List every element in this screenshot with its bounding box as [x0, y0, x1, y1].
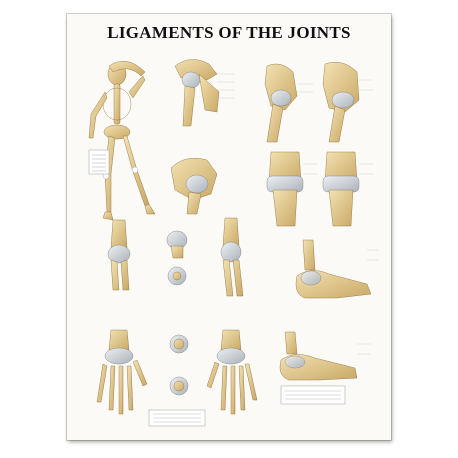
label-leader-lines — [217, 73, 379, 355]
shoulder-posterior-illustration — [170, 158, 218, 215]
elbow-left-illustration — [107, 219, 131, 291]
elbow-right-illustration — [220, 217, 244, 297]
bottom-legend-right — [280, 385, 346, 405]
poster-title: LIGAMENTS OF THE JOINTS — [107, 23, 351, 42]
ankle-medial-illustration — [279, 331, 358, 381]
anatomy-illustrations — [88, 59, 379, 427]
ankle-lateral-illustration — [295, 239, 372, 299]
wrist-cross-sections — [169, 334, 189, 396]
shoulder-anterior-illustration — [174, 59, 220, 127]
skeleton-figure — [88, 61, 156, 221]
hip-posterior-illustration — [322, 62, 360, 143]
skeleton-key-box — [88, 149, 110, 175]
knee-posterior-illustration — [322, 151, 360, 227]
elbow-center-illustrations — [166, 230, 188, 286]
wrist-hand-left-illustration — [96, 329, 148, 415]
knee-anterior-illustration — [266, 151, 304, 227]
bottom-legend-left — [148, 409, 206, 427]
anatomy-poster: LIGAMENTS OF THE JOINTS — [67, 14, 391, 440]
hip-anterior-illustration — [264, 63, 298, 143]
wrist-hand-right-illustration — [206, 329, 258, 415]
